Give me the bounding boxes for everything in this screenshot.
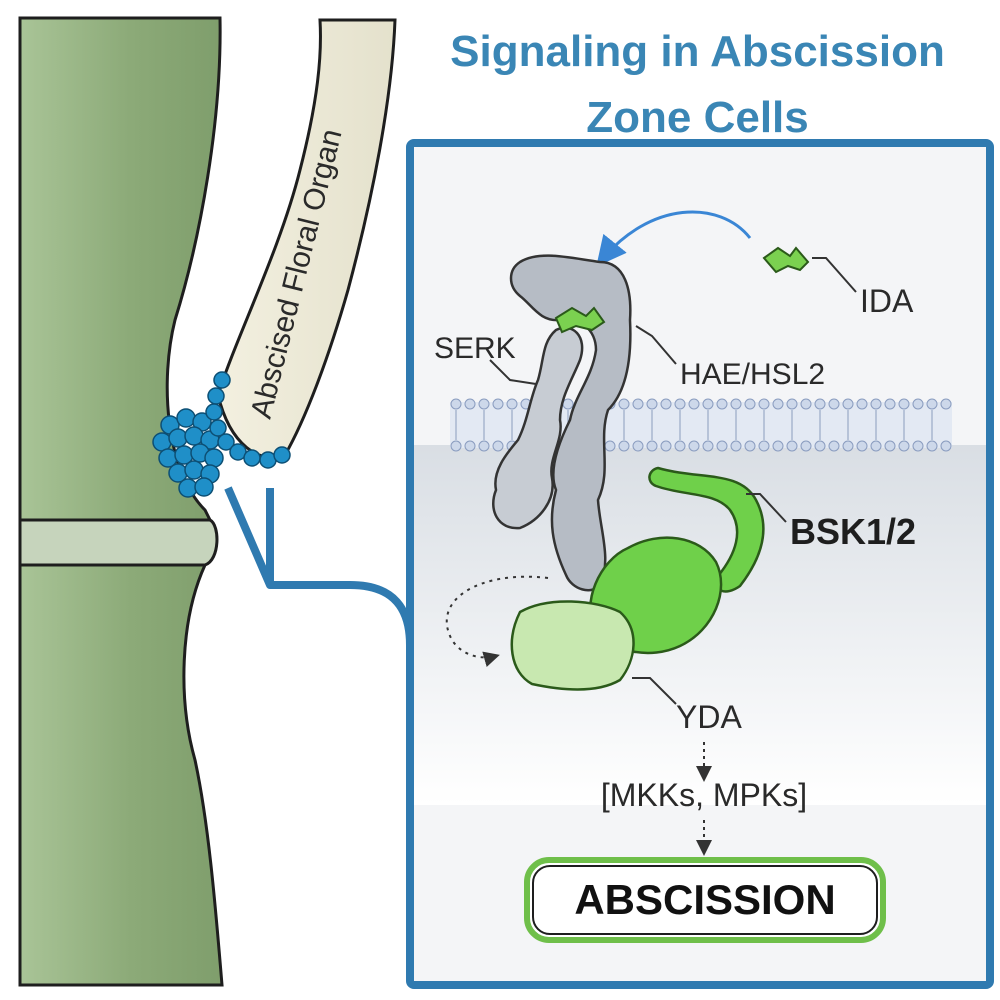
hae-leader-line <box>635 325 677 365</box>
abscission-outcome-box <box>524 857 886 943</box>
label-ida: IDA <box>860 283 914 319</box>
serk-coreceptor <box>492 326 584 530</box>
ida-bound-peptide <box>554 306 606 334</box>
label-hae-hsl2: HAE/HSL2 <box>680 358 825 391</box>
ida-binding-arrow <box>596 210 752 267</box>
zoom-callout-bracket <box>224 486 414 646</box>
yda-kinase <box>510 600 635 691</box>
label-serk: SERK <box>434 332 516 365</box>
label-yda: YDA <box>676 699 742 735</box>
label-mapk-cascade: [MKKs, MPKs] <box>601 777 807 813</box>
ida-leader-line <box>812 257 857 293</box>
serk-leader-line <box>489 359 537 385</box>
abscission-zone-cells-stem <box>152 408 224 498</box>
label-abscission: ABSCISSION <box>574 876 835 923</box>
title-line-1: Signaling in Abscission <box>450 27 945 76</box>
label-bsk: BSK1/2 <box>790 511 916 552</box>
abscission-zone-cells-organ <box>205 371 291 469</box>
yda-leader-line <box>632 677 677 705</box>
title-line-2: Zone Cells <box>586 93 809 142</box>
plant-stem <box>18 16 224 987</box>
ida-peptide <box>762 246 810 274</box>
bsk-leader-line <box>746 493 787 523</box>
